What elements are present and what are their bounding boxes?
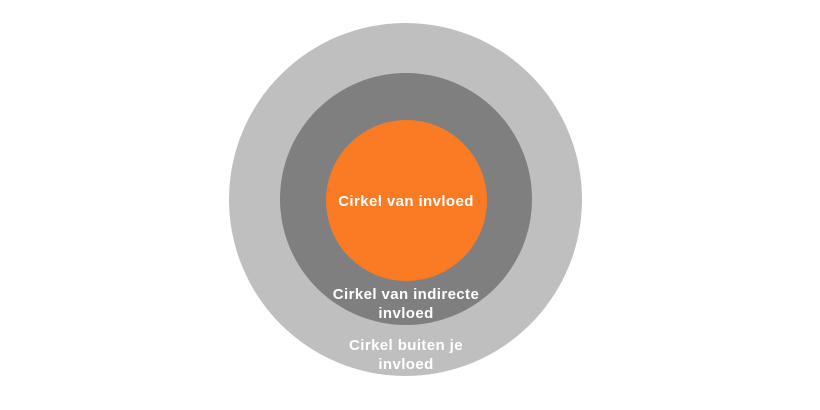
outer-circle-label: Cirkel buiten je invloed <box>230 336 582 374</box>
middle-circle-label-line1: Cirkel van indirecte <box>332 286 480 303</box>
inner-circle-label: Cirkel van invloed <box>338 193 474 210</box>
middle-circle-label: Cirkel van indirecte invloed <box>230 285 582 323</box>
middle-circle-label-line2: invloed <box>378 305 434 322</box>
inner-circle <box>326 120 487 281</box>
outer-circle-label-line2: invloed <box>378 356 434 373</box>
outer-circle-label-line1: Cirkel buiten je <box>349 337 463 354</box>
